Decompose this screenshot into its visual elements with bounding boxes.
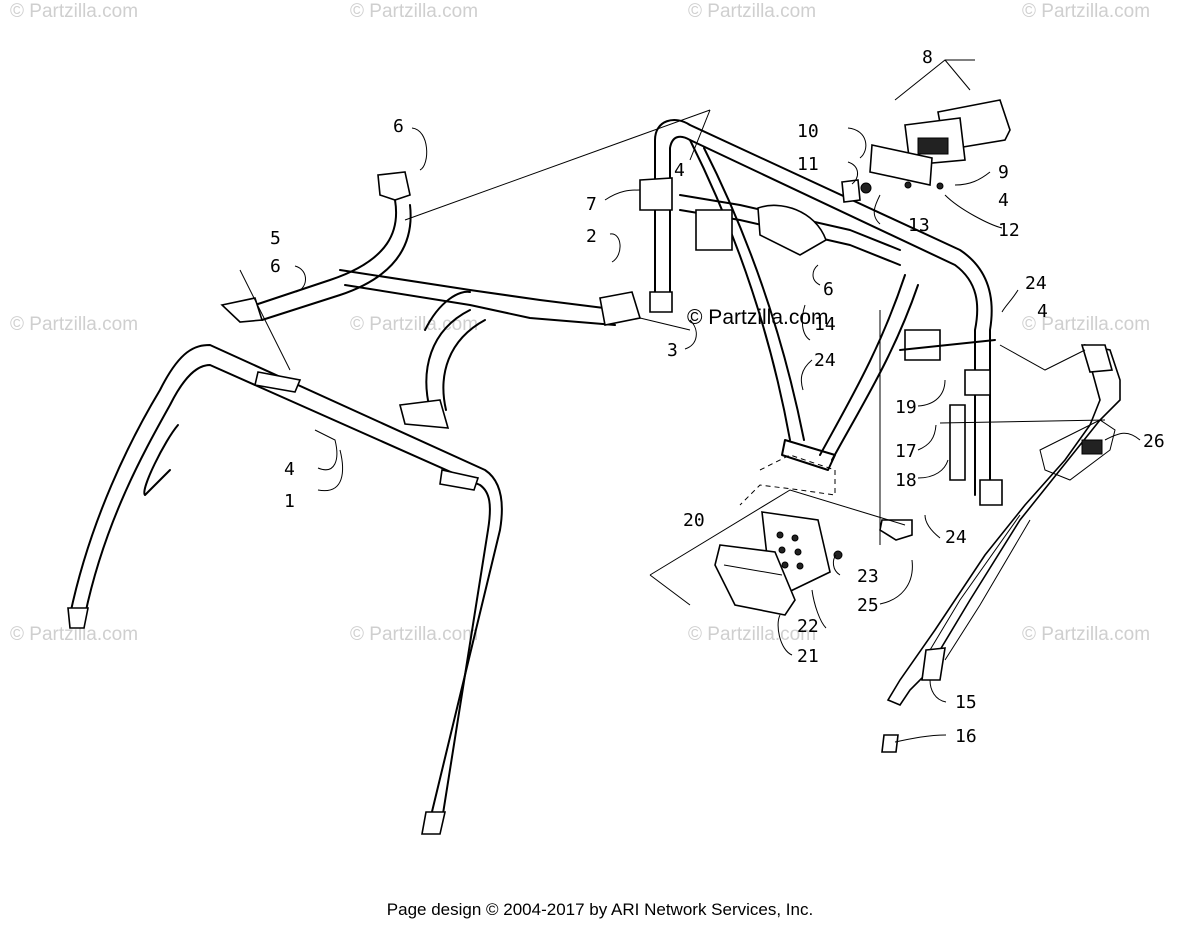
callout-label: 4 xyxy=(674,160,685,181)
watermark: © Partzilla.com xyxy=(10,624,138,645)
callout-label: 6 xyxy=(270,256,281,277)
center-copyright: © Partzilla.com xyxy=(687,306,829,329)
page-footer: Page design © 2004-2017 by ARI Network S… xyxy=(386,900,814,919)
watermark: © Partzilla.com xyxy=(350,1,478,22)
watermark: © Partzilla.com xyxy=(1022,624,1150,645)
callout-label: 12 xyxy=(998,220,1020,241)
watermark: © Partzilla.com xyxy=(10,1,138,22)
callout-label: 5 xyxy=(270,228,281,249)
callout-label: 20 xyxy=(683,510,705,531)
callout-label: 14 xyxy=(814,314,836,335)
callout-labels: 6 5 6 4 1 10 11 7 4 2 3 8 9 4 12 13 6 14… xyxy=(270,47,1165,747)
reference-lines xyxy=(239,59,1106,606)
callout-label: 6 xyxy=(393,116,404,137)
callout-label: 8 xyxy=(922,47,933,68)
callout-label: 2 xyxy=(586,226,597,247)
callout-label: 15 xyxy=(955,692,977,713)
callout-label: 24 xyxy=(814,350,836,371)
callout-label: 18 xyxy=(895,470,917,491)
callout-label: 26 xyxy=(1143,431,1165,452)
callout-label: 10 xyxy=(797,121,819,142)
callout-label: 3 xyxy=(667,340,678,361)
watermark: © Partzilla.com xyxy=(688,624,816,645)
callout-label: 9 xyxy=(998,162,1009,183)
watermark: © Partzilla.com xyxy=(688,1,816,22)
callout-label: 1 xyxy=(284,491,295,512)
callout-label: 23 xyxy=(857,566,879,587)
watermark: © Partzilla.com xyxy=(1022,314,1150,335)
callout-label: 4 xyxy=(284,459,295,480)
callout-label: 4 xyxy=(1037,301,1048,322)
callout-label: 25 xyxy=(857,595,879,616)
watermark-layer: © Partzilla.com © Partzilla.com © Partzi… xyxy=(10,1,1150,645)
leader-lines xyxy=(294,127,1141,743)
watermark: © Partzilla.com xyxy=(350,624,478,645)
callout-label: 17 xyxy=(895,441,917,462)
callout-label: 6 xyxy=(823,279,834,300)
side-net xyxy=(881,343,1121,753)
callout-label: 13 xyxy=(908,215,930,236)
callout-label: 19 xyxy=(895,397,917,418)
callout-label: 22 xyxy=(797,616,819,637)
watermark: © Partzilla.com xyxy=(1022,1,1150,22)
callout-label: 24 xyxy=(1025,273,1047,294)
callout-label: 24 xyxy=(945,527,967,548)
light-assembly xyxy=(841,99,1011,203)
callout-label: 16 xyxy=(955,726,977,747)
plate-assembly xyxy=(714,511,913,616)
roof-frame xyxy=(220,171,642,429)
rear-roll-cage xyxy=(639,119,1003,506)
callout-label: 7 xyxy=(586,194,597,215)
callout-label: 21 xyxy=(797,646,819,667)
front-roll-cage xyxy=(67,344,503,835)
watermark: © Partzilla.com xyxy=(10,314,138,335)
callout-label: 4 xyxy=(998,190,1009,211)
callout-label: 11 xyxy=(797,154,819,175)
watermark: © Partzilla.com xyxy=(350,314,478,335)
